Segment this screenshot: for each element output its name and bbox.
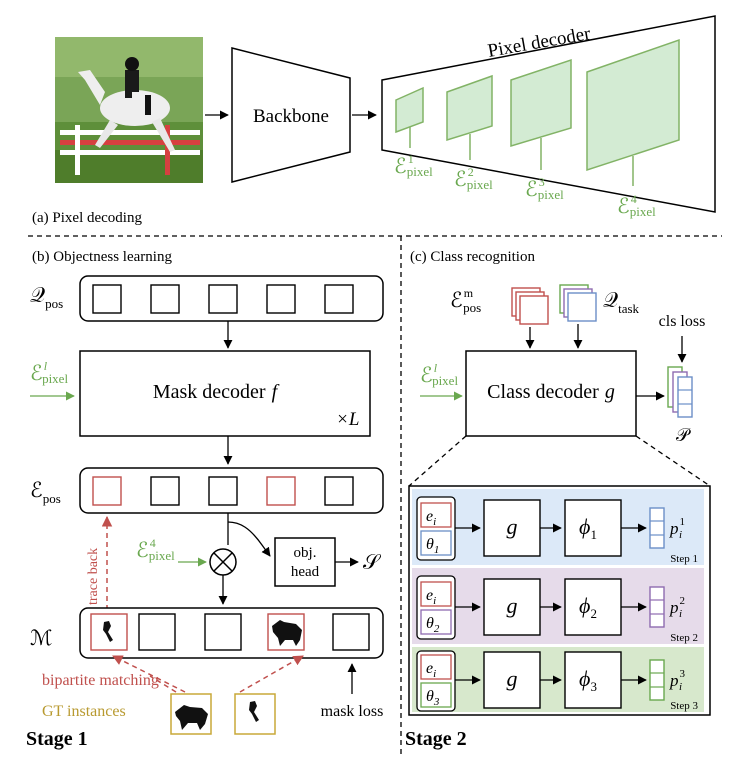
- feature-map-2: [446, 74, 493, 142]
- pred-label: 𝒫: [676, 425, 691, 445]
- step-3-theta-label: θ3: [426, 688, 440, 708]
- task-query-stack: [559, 284, 597, 322]
- step-3-e-label: ei: [426, 660, 436, 680]
- class-decoder-block: [465, 350, 637, 437]
- pos-embedding-stack: [511, 287, 549, 325]
- feature-map-3: [510, 58, 572, 148]
- step-3-phi-label: ϕ3: [579, 666, 597, 694]
- gt-instances-label: GT instances: [42, 703, 126, 720]
- mask-rider-silhouette: [103, 621, 113, 642]
- bipartite-arrow-2: [239, 655, 304, 693]
- queries-pos-label: 𝒬pos: [30, 283, 63, 311]
- step-3-label: Step 3: [670, 700, 698, 712]
- score-label: 𝒮: [363, 550, 382, 574]
- step-2-theta-label: θ2: [426, 615, 440, 635]
- step-2-label: Step 2: [670, 632, 698, 644]
- step-1-label: Step 1: [670, 553, 698, 565]
- caption-class-recognition: (c) Class recognition: [410, 249, 535, 265]
- bipartite-arrow-1: [112, 655, 186, 693]
- obj-head-block: [274, 537, 336, 587]
- cls-loss-label: cls loss: [659, 313, 706, 330]
- caption-pixel-decoding: (a) Pixel decoding: [32, 210, 142, 226]
- stage1-label: Stage 1: [26, 728, 88, 750]
- step-1-g-label: g: [507, 514, 518, 539]
- step-1-phi-label: ϕ1: [579, 514, 597, 542]
- step-3-g-label: g: [507, 666, 518, 691]
- gt-instances: [170, 693, 276, 735]
- trace-back-label: trace back: [86, 548, 101, 605]
- step-1-e-label: ei: [426, 508, 436, 528]
- queries-pos-cells: [92, 284, 354, 314]
- input-image: [55, 37, 203, 183]
- arrow-to-obj-head: [227, 521, 271, 557]
- step-2-e-label: ei: [426, 587, 436, 607]
- mask-loss-label: mask loss: [321, 703, 384, 720]
- feature-map-4: [586, 38, 680, 172]
- mask-decoder-block: [79, 350, 371, 437]
- feature-maps: [395, 38, 680, 186]
- repeat-label: ×L: [336, 409, 359, 430]
- stage2-label: Stage 2: [405, 728, 467, 750]
- zoom-line-right: [635, 435, 711, 487]
- embeddings-pos-cells: [92, 476, 354, 506]
- masks-label: ℳ: [30, 626, 52, 650]
- caption-objectness: (b) Objectness learning: [32, 249, 172, 265]
- multiply-icon: [209, 548, 237, 576]
- backbone-block: [231, 47, 351, 183]
- prediction-stack: [667, 366, 693, 418]
- task-query-label: 𝒬task: [603, 288, 640, 316]
- step-1-theta-label: θ1: [426, 536, 439, 556]
- obj-head-label-2: head: [291, 564, 320, 580]
- feature-map-1: [395, 86, 424, 134]
- obj-head-label-1: obj.: [294, 545, 317, 561]
- mask-horse-silhouette: [272, 620, 302, 646]
- bipartite-label: bipartite matching: [42, 672, 159, 689]
- zoom-line-left: [408, 435, 467, 487]
- mask-cells: [90, 613, 370, 651]
- step-2-g-label: g: [507, 593, 518, 618]
- backbone-label: Backbone: [253, 106, 329, 127]
- step-2-phi-label: ϕ2: [579, 593, 597, 621]
- embeddings-pos-label: ℰpos: [30, 478, 61, 506]
